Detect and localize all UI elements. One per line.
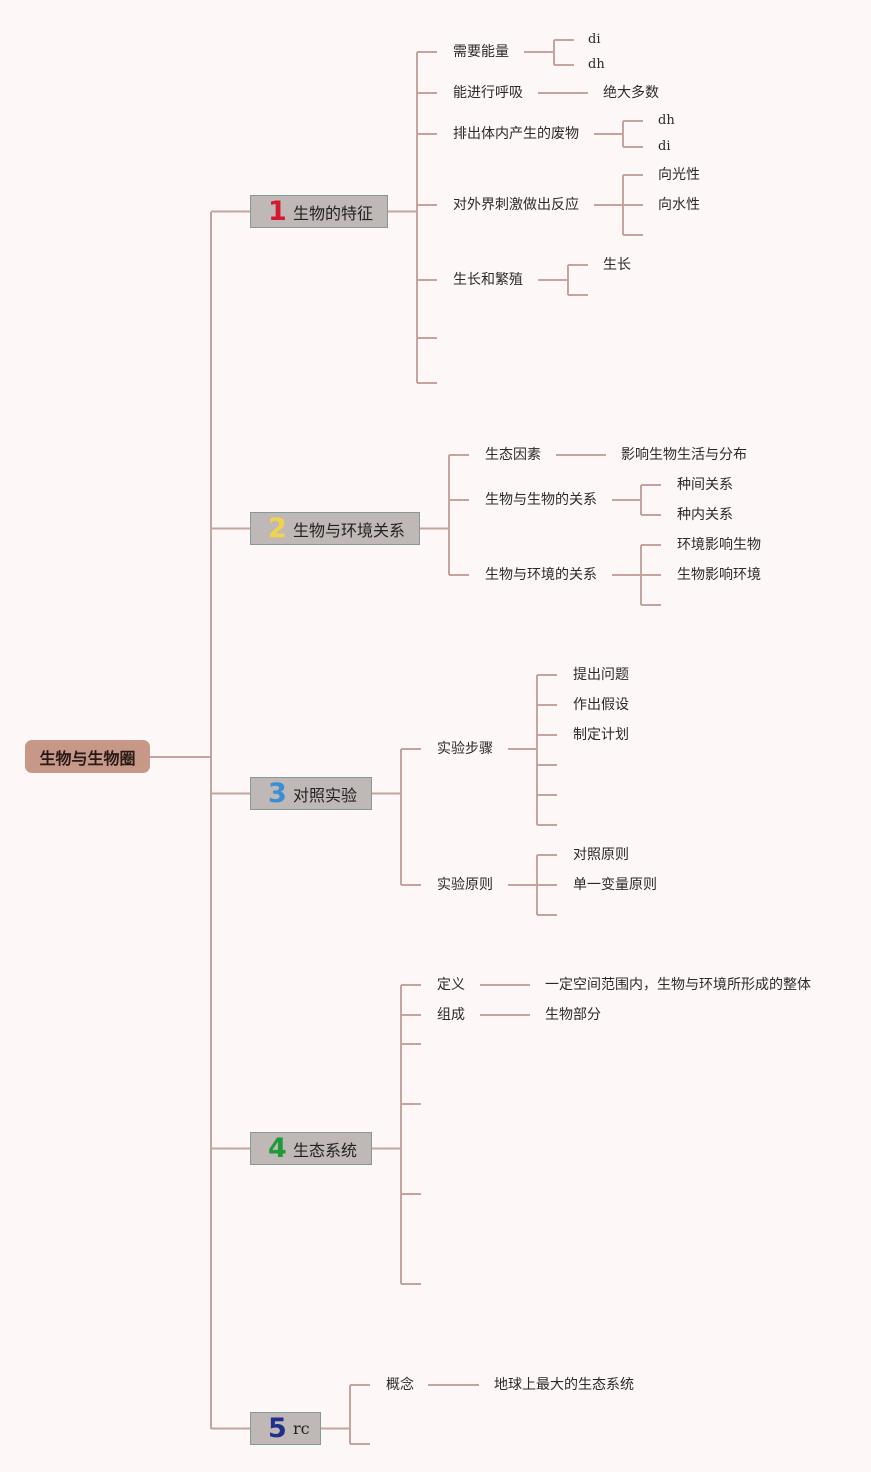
section-number-icon: 5 — [268, 1413, 287, 1444]
section-number-icon: 1 — [268, 196, 287, 227]
root-topic-label: 生物与生物圈 — [39, 748, 136, 768]
topic-label[interactable]: 生物与生物的关系 — [485, 492, 597, 508]
subtopic-label[interactable]: 生长 — [603, 257, 631, 273]
subtopic-label[interactable]: 生物部分 — [545, 1007, 601, 1023]
subtopic-label[interactable]: dh — [658, 113, 675, 128]
topic-label[interactable]: 需要能量 — [453, 44, 509, 60]
subtopic-label[interactable]: 生物影响环境 — [677, 567, 761, 583]
topic-label[interactable]: 能进行呼吸 — [453, 85, 523, 101]
topic-label[interactable]: 实验原则 — [437, 877, 493, 893]
section-label: 对照实验 — [293, 785, 358, 805]
topic-label[interactable]: 排出体内产生的废物 — [453, 126, 579, 142]
topic-label[interactable]: 组成 — [437, 1007, 465, 1023]
section-topic-3[interactable]: 3 对照实验 — [250, 777, 372, 810]
section-label: 生物的特征 — [293, 203, 374, 223]
subtopic-label[interactable]: 种间关系 — [677, 477, 733, 493]
subtopic-label[interactable]: 向水性 — [658, 197, 700, 213]
section-number-icon: 2 — [268, 513, 287, 544]
section-label: rc — [293, 1419, 310, 1438]
section-topic-1[interactable]: 1 生物的特征 — [250, 195, 388, 228]
topic-label[interactable]: 生物与环境的关系 — [485, 567, 597, 583]
subtopic-label[interactable]: 影响生物生活与分布 — [621, 447, 747, 463]
section-topic-5[interactable]: 5 rc — [250, 1412, 321, 1445]
subtopic-label[interactable]: 单一变量原则 — [573, 877, 657, 893]
subtopic-label[interactable]: 向光性 — [658, 167, 700, 183]
topic-label[interactable]: 定义 — [437, 977, 465, 993]
subtopic-label[interactable]: dh — [588, 57, 605, 72]
topic-label[interactable]: 概念 — [386, 1377, 414, 1393]
section-topic-2[interactable]: 2 生物与环境关系 — [250, 512, 420, 545]
section-number-icon: 3 — [268, 778, 287, 809]
topic-label[interactable]: 生态因素 — [485, 447, 541, 463]
section-label: 生物与环境关系 — [293, 520, 406, 540]
subtopic-label[interactable]: 环境影响生物 — [677, 537, 761, 553]
subtopic-label[interactable]: 制定计划 — [573, 727, 629, 743]
subtopic-label[interactable]: 一定空间范围内，生物与环境所形成的整体 — [545, 977, 811, 993]
topic-label[interactable]: 对外界刺激做出反应 — [453, 197, 579, 213]
subtopic-label[interactable]: di — [588, 32, 601, 47]
section-topic-4[interactable]: 4 生态系统 — [250, 1132, 372, 1165]
section-label: 生态系统 — [293, 1140, 358, 1160]
subtopic-label[interactable]: 作出假设 — [573, 697, 629, 713]
subtopic-label[interactable]: 地球上最大的生态系统 — [494, 1377, 634, 1393]
subtopic-label[interactable]: 种内关系 — [677, 507, 733, 523]
root-topic[interactable]: 生物与生物圈 — [25, 740, 150, 773]
subtopic-label[interactable]: 对照原则 — [573, 847, 629, 863]
subtopic-label[interactable]: 提出问题 — [573, 667, 629, 683]
topic-label[interactable]: 实验步骤 — [437, 741, 493, 757]
subtopic-label[interactable]: di — [658, 139, 671, 154]
section-number-icon: 4 — [268, 1133, 287, 1164]
topic-label[interactable]: 生长和繁殖 — [453, 272, 523, 288]
subtopic-label[interactable]: 绝大多数 — [603, 85, 659, 101]
